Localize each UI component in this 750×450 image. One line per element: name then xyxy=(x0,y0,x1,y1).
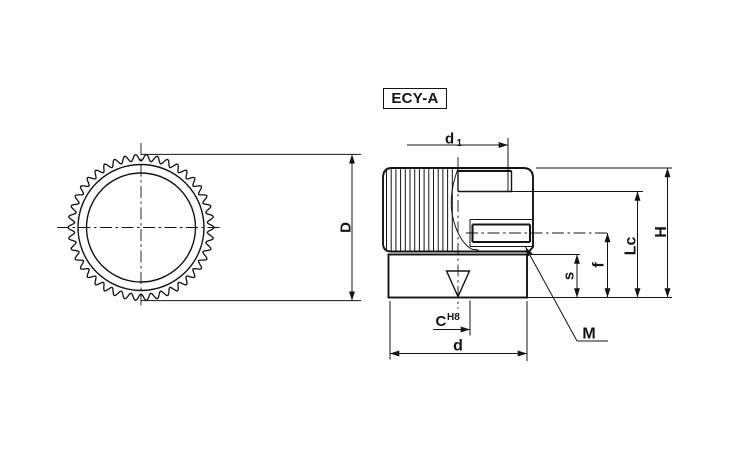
front-view: D xyxy=(57,143,361,309)
dim-M-label: M xyxy=(582,326,595,343)
dim-Lc-label: Lc xyxy=(623,237,640,256)
body-outline xyxy=(382,167,534,253)
dim-d1-subscript: 1 xyxy=(457,138,463,149)
dim-s-label: s xyxy=(561,272,578,280)
dim-C-label: C xyxy=(436,313,447,330)
leader-M-line xyxy=(525,246,578,342)
knurl-hatch-lines xyxy=(386,169,453,251)
dim-C-superscript: H8 xyxy=(447,312,460,323)
dim-d-label: d xyxy=(453,338,463,355)
dim-D-label: D xyxy=(338,222,355,233)
side-view xyxy=(382,138,610,309)
dimensions: d 1 H Lc f s M C xyxy=(389,131,672,361)
top-face-circle xyxy=(77,163,205,292)
orientation-triangle-mark xyxy=(445,270,471,299)
part-number-badge: ECY-A xyxy=(383,88,447,109)
dim-d1-label: d xyxy=(445,131,454,148)
dim-f-label: f xyxy=(591,262,608,268)
section-break-line xyxy=(450,168,487,253)
dim-H-label: H xyxy=(653,226,670,238)
part-number-label: ECY-A xyxy=(391,90,439,107)
